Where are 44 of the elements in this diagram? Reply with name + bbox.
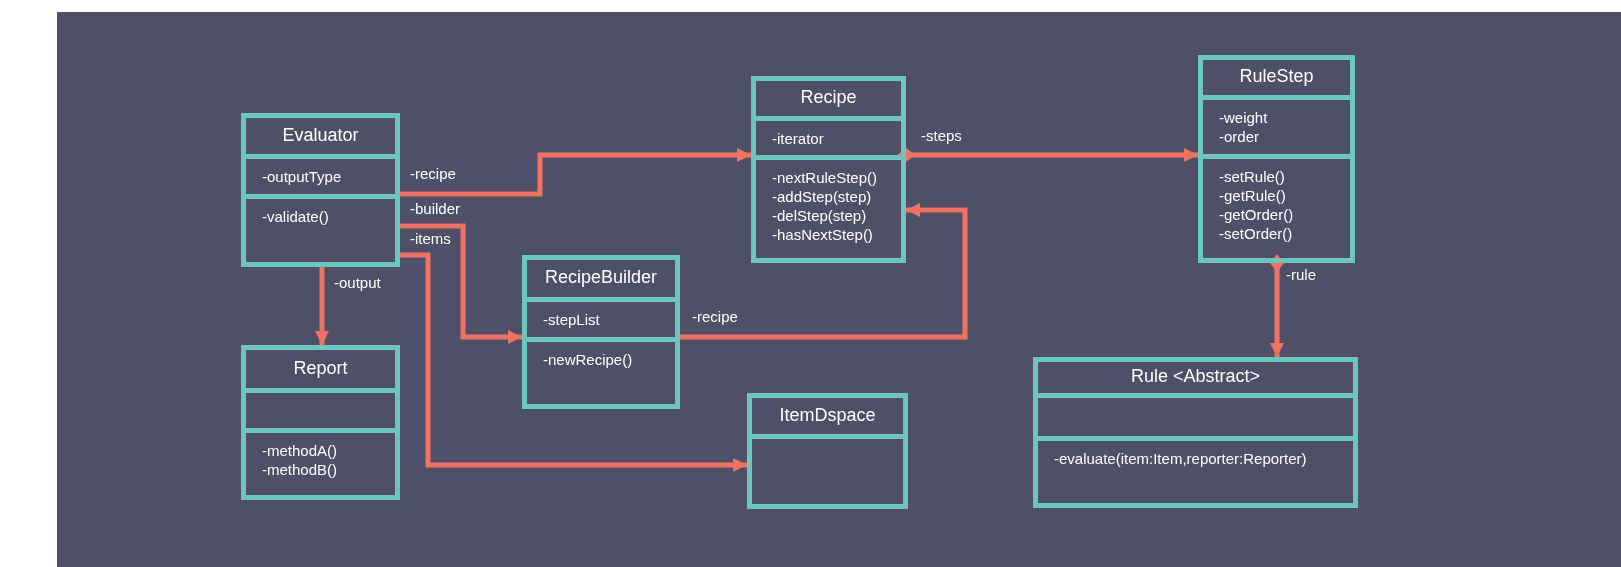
association-arrow <box>400 252 747 472</box>
member-text: -methodA() <box>262 441 338 460</box>
association-arrow <box>897 148 1198 162</box>
edge-label: -builder <box>409 200 462 217</box>
member-text: -stepList <box>543 310 600 329</box>
class-box <box>751 76 906 263</box>
class-name: Recipe <box>800 87 857 108</box>
class-box <box>1033 357 1358 508</box>
member-text: -delStep(step) <box>772 206 867 225</box>
member-text: -weight <box>1219 108 1268 127</box>
class-box <box>747 393 908 509</box>
association-arrow <box>400 148 751 197</box>
edge-label: -items <box>409 230 452 247</box>
member-text: -validate() <box>262 207 329 226</box>
class-name: Rule <Abstract> <box>1130 366 1261 387</box>
member-text: -outputType <box>262 167 342 186</box>
member-text: -evaluate(item:Item,reporter:Reporter) <box>1054 449 1307 468</box>
member-text: -setOrder() <box>1219 224 1293 243</box>
member-text: -nextRuleStep() <box>772 168 878 187</box>
class-box <box>1198 55 1355 263</box>
member-text: -newRecipe() <box>543 350 633 369</box>
class-box <box>522 255 680 409</box>
class-name: RecipeBuilder <box>544 267 658 288</box>
member-text: -order <box>1219 127 1259 146</box>
class-name: Evaluator <box>282 124 359 146</box>
class-name: ItemDspace <box>779 404 876 426</box>
association-arrow <box>1270 254 1284 357</box>
member-text: -methodB() <box>262 460 338 479</box>
member-text: -addStep(step) <box>772 187 872 206</box>
edge-label: -rule <box>1285 266 1317 283</box>
member-text: -setRule() <box>1219 167 1285 186</box>
member-text: -iterator <box>772 129 824 148</box>
class-box <box>241 345 400 500</box>
association-arrow <box>315 267 329 345</box>
class-name: Report <box>293 357 348 379</box>
class-name: RuleStep <box>1239 66 1314 87</box>
class-box <box>241 113 400 267</box>
edge-label: -recipe <box>691 308 739 325</box>
member-text: -hasNextStep() <box>772 225 873 244</box>
edge-label: -recipe <box>409 165 457 182</box>
association-arrow <box>680 203 968 340</box>
association-arrow <box>400 223 522 344</box>
member-text: -getRule() <box>1219 186 1286 205</box>
member-text: -getOrder() <box>1219 205 1294 224</box>
